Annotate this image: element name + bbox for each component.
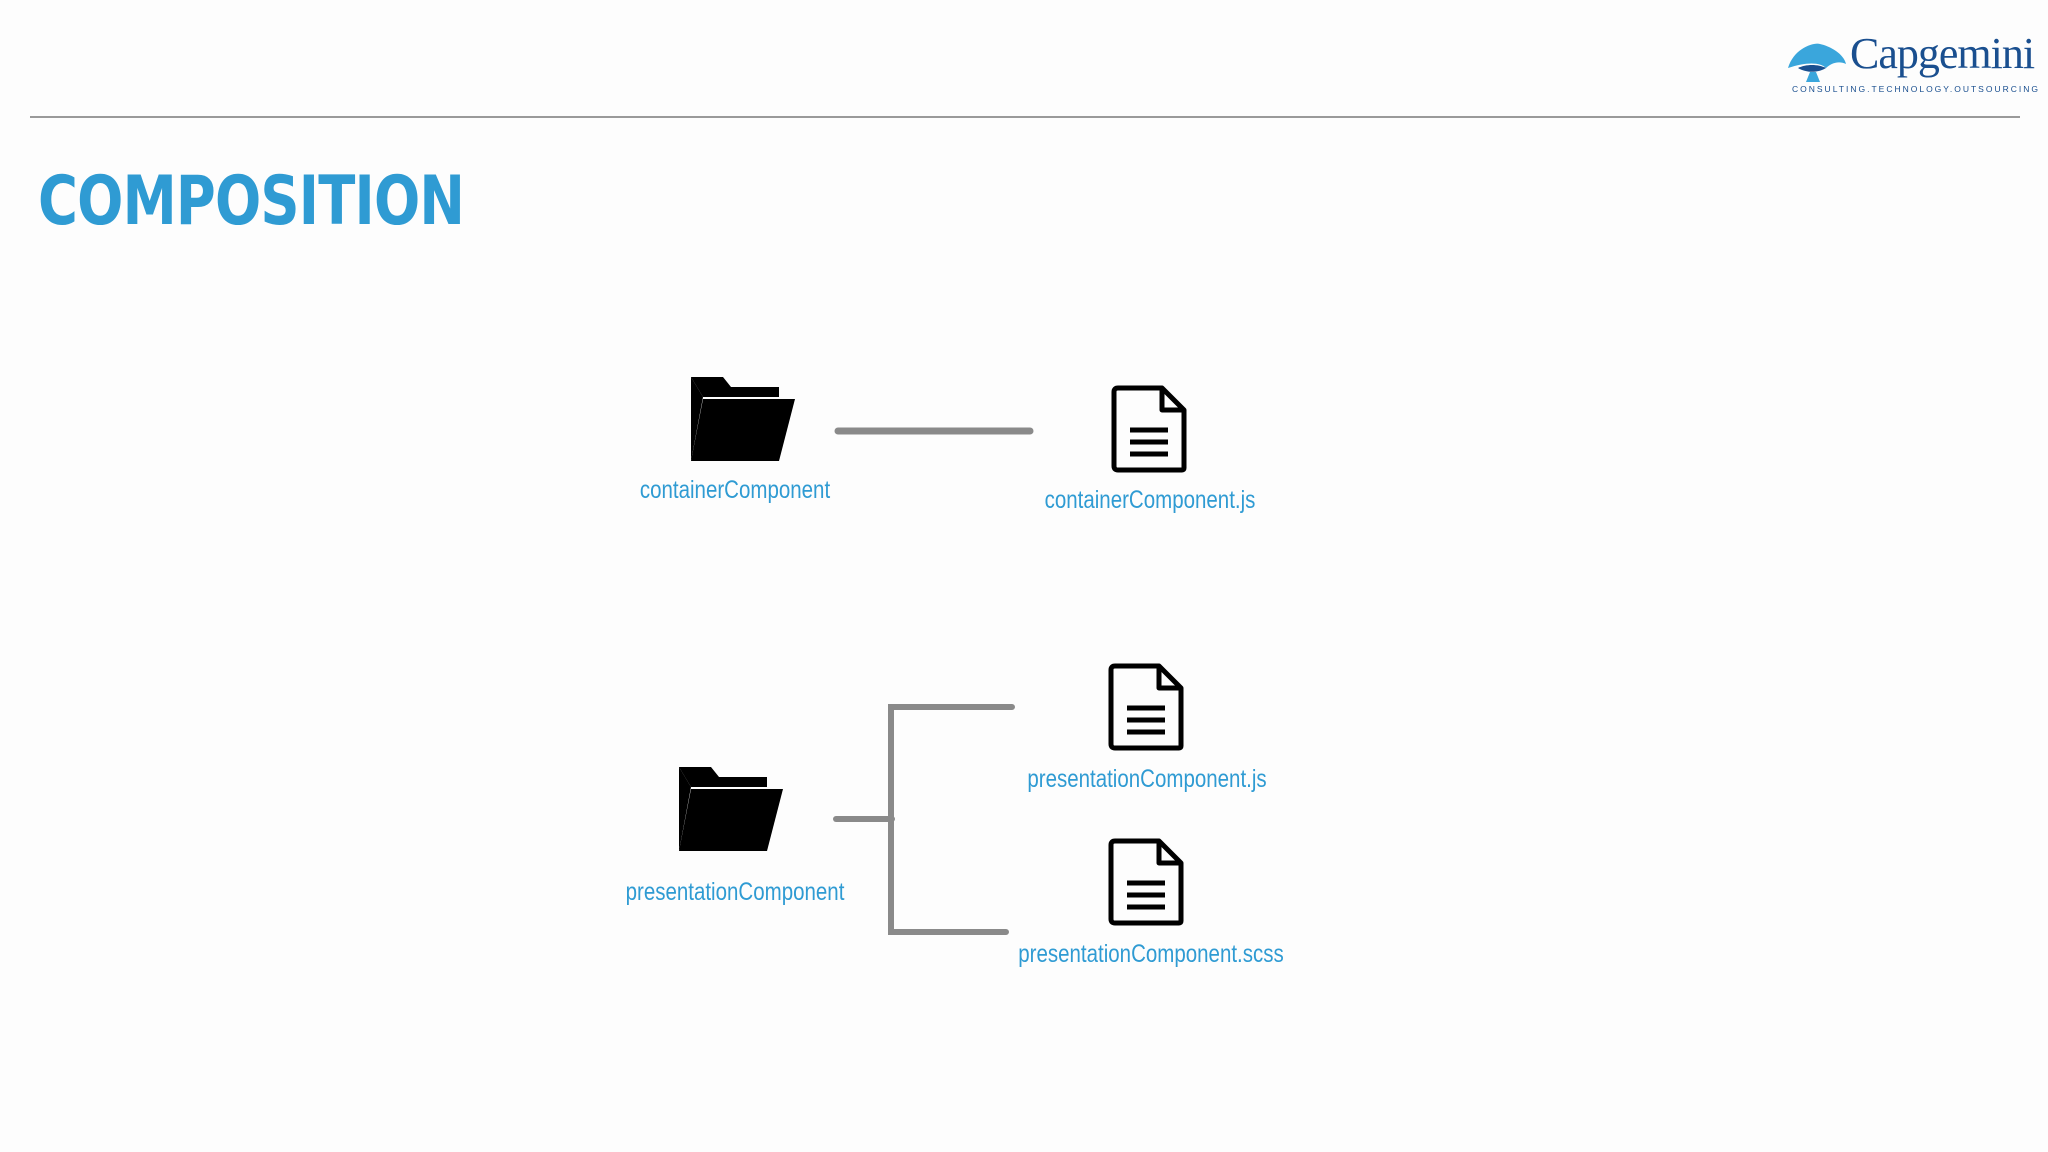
logo-wordmark: Capgemini	[1850, 29, 2035, 78]
folder-open-icon	[679, 767, 783, 851]
page-title: COMPOSITION	[38, 162, 465, 241]
folder-open-icon	[691, 377, 795, 461]
header-divider	[30, 116, 2020, 118]
file-label-presentation-js: presentationComponent.js	[1027, 765, 1267, 793]
file-icon	[1108, 663, 1184, 751]
file-label-container-js: containerComponent.js	[1044, 486, 1256, 514]
folder-label-presentation: presentationComponent	[625, 878, 845, 906]
capgemini-logo: Capgemini CONSULTING.TECHNOLOGY.OUTSOURC…	[1786, 32, 2038, 96]
connector-presentation-bracket	[888, 704, 1015, 935]
spade-icon	[1788, 43, 1846, 82]
file-label-presentation-scss: presentationComponent.scss	[1018, 940, 1284, 968]
logo-tagline: CONSULTING.TECHNOLOGY.OUTSOURCING	[1792, 84, 2040, 94]
file-icon	[1108, 838, 1184, 926]
file-icon	[1111, 385, 1187, 473]
folder-label-container: containerComponent	[639, 476, 831, 504]
